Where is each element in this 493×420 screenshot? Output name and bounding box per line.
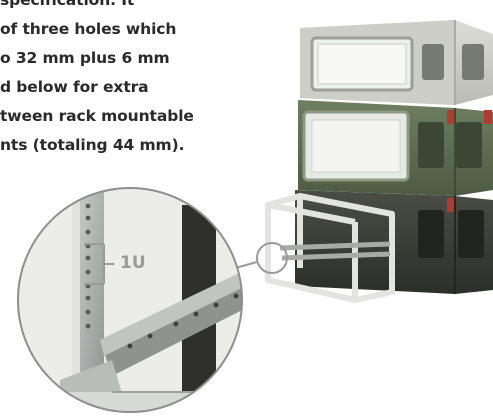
description-line-5: tween rack mountable (0, 107, 194, 125)
description-line-3: o 32 mm plus 6 mm (0, 49, 170, 67)
zoom-detail (17, 187, 243, 413)
rack-frame-rails (279, 241, 391, 261)
description-line-6: nts (totaling 44 mm). (0, 136, 185, 154)
rack-case-stack (265, 20, 493, 303)
unit-bracket (84, 243, 114, 285)
rack-case-top (300, 20, 493, 105)
description-line-4: d below for extra (0, 78, 149, 96)
rack-case-middle (298, 100, 493, 196)
description-line-1: specification. It (0, 0, 135, 9)
description-line-2: of three holes which (0, 20, 177, 38)
unit-label-1u: 1U (120, 253, 146, 273)
